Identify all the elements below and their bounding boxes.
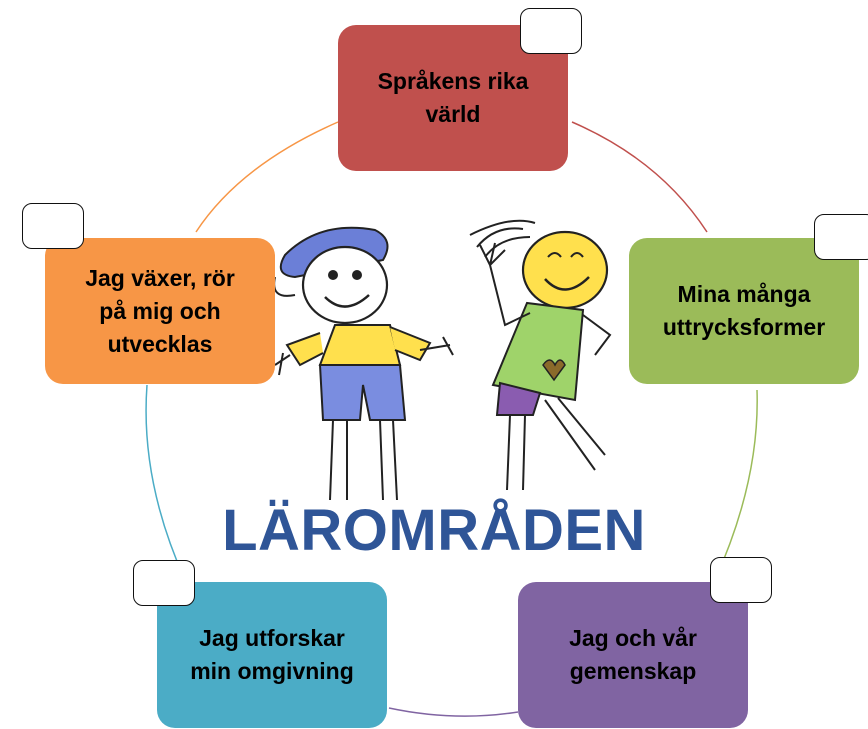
checkbox-expression[interactable]: [814, 214, 868, 260]
checkbox-languages[interactable]: [520, 8, 582, 54]
area-box-community[interactable]: Jag och vår gemenskap: [518, 582, 748, 728]
checkbox-growth[interactable]: [22, 203, 84, 249]
area-box-expression[interactable]: Mina många uttrycksformer: [629, 238, 859, 384]
area-box-environment[interactable]: Jag utforskar min omgivning: [157, 582, 387, 728]
arc-right-to-bottom-right: [714, 389, 758, 581]
girl-figure: [469, 219, 612, 491]
arc-bottom-right-to-bottom-left: [388, 707, 519, 717]
area-label-community: Jag och vår gemenskap: [569, 625, 697, 684]
area-label-languages: Språkens rika värld: [377, 68, 529, 127]
area-label-expression: Mina många uttrycksformer: [662, 281, 826, 340]
area-label-environment: Jag utforskar min omgivning: [190, 625, 354, 684]
area-box-growth[interactable]: Jag växer, rör på mig och utvecklas: [45, 238, 275, 384]
boy-figure: [273, 226, 454, 501]
children-illustration: [273, 219, 612, 501]
arc-left-to-top: [195, 121, 339, 233]
arc-top-to-right: [571, 121, 708, 233]
checkbox-environment[interactable]: [133, 560, 195, 606]
main-title: LÄROMRÅDEN: [222, 498, 646, 563]
arc-bottom-left-to-left: [145, 384, 186, 581]
area-box-languages[interactable]: Språkens rika värld: [338, 25, 568, 171]
checkbox-community[interactable]: [710, 557, 772, 603]
area-label-growth: Jag växer, rör på mig och utvecklas: [85, 264, 235, 357]
